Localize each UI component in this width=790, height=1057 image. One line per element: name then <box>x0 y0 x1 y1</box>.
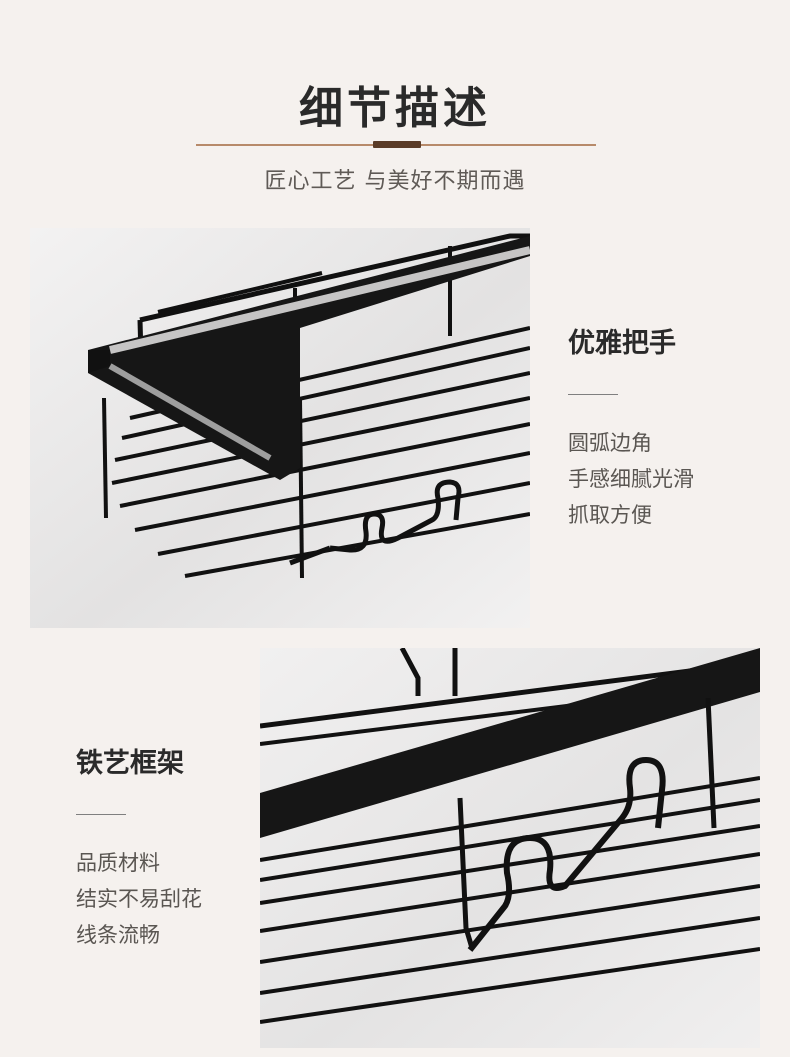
page-subtitle: 匠心工艺 与美好不期而遇 <box>264 169 526 194</box>
wire-rack-frame-image <box>260 648 760 1048</box>
feature-divider <box>568 394 618 396</box>
feature-text-line: 抓取方便 <box>568 503 652 528</box>
page-title: 细节描述 <box>299 83 491 134</box>
feature-text-line: 线条流畅 <box>76 923 160 948</box>
product-image-frame <box>260 648 760 1048</box>
header: 细节描述 匠心工艺 与美好不期而遇 <box>0 0 790 210</box>
title-divider-accent <box>373 141 421 148</box>
wire-rack-handle-image <box>30 228 530 628</box>
feature-text-line: 品质材料 <box>76 851 160 876</box>
feature-title: 优雅把手 <box>568 328 676 359</box>
feature-title: 铁艺框架 <box>76 748 184 779</box>
feature-handle: 优雅把手 圆弧边角 手感细腻光滑 抓取方便 <box>568 328 768 533</box>
feature-divider <box>76 814 126 816</box>
feature-text-line: 手感细腻光滑 <box>568 467 694 492</box>
feature-text-line: 圆弧边角 <box>568 431 652 456</box>
feature-frame: 铁艺框架 品质材料 结实不易刮花 线条流畅 <box>76 748 276 953</box>
product-image-handle <box>30 228 530 628</box>
feature-text-line: 结实不易刮花 <box>76 887 202 912</box>
